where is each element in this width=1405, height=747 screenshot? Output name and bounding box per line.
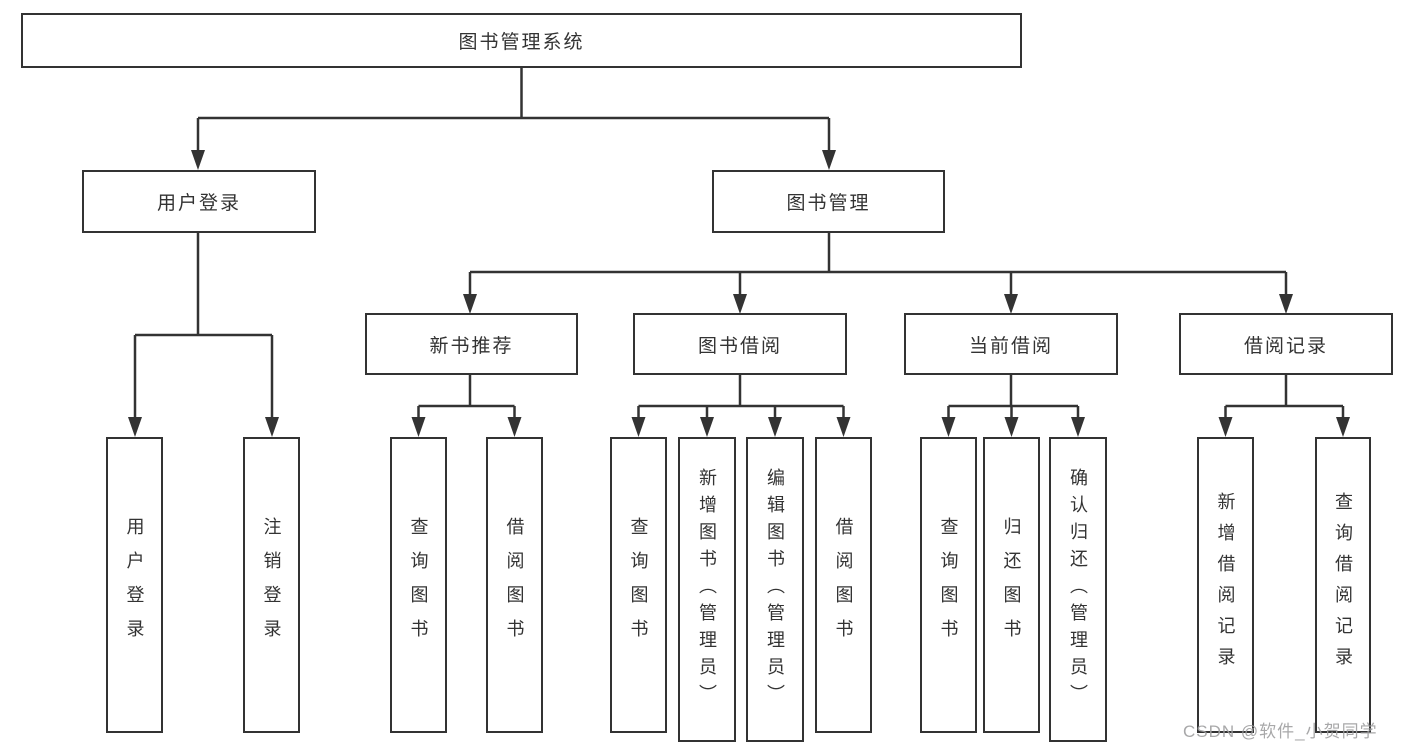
node-leaf-return-book: 归还图书 <box>983 437 1040 733</box>
node-book-management: 图书管理 <box>712 170 945 233</box>
node-leaf-query-borrow-record: 查询借阅记录 <box>1315 437 1371 733</box>
watermark: CSDN @软件_小贺同学 <box>1183 722 1378 741</box>
node-leaf-confirm-return-admin: 确认归还（管理员） <box>1049 437 1107 742</box>
node-leaf-query-book-1-label: 查询图书 <box>408 517 429 653</box>
node-user-login-label: 用户登录 <box>156 193 241 214</box>
node-leaf-user-login: 用户登录 <box>106 437 163 733</box>
node-leaf-add-borrow-record-label: 新增借阅记录 <box>1215 492 1236 678</box>
node-leaf-edit-book-admin: 编辑图书（管理员） <box>746 437 804 742</box>
node-book-borrowing-label: 图书借阅 <box>697 335 782 357</box>
arrowheads <box>128 150 1350 437</box>
node-leaf-query-book-3-label: 查询图书 <box>938 517 959 653</box>
node-root-label: 图书管理系统 <box>458 32 585 53</box>
node-user-login: 用户登录 <box>82 170 316 233</box>
node-leaf-query-book-2-label: 查询图书 <box>628 517 649 653</box>
node-root: 图书管理系统 <box>21 13 1022 68</box>
node-book-borrowing: 图书借阅 <box>633 313 847 375</box>
node-current-borrowing: 当前借阅 <box>904 313 1118 375</box>
node-leaf-borrow-book-2-label: 借阅图书 <box>833 517 854 653</box>
node-leaf-confirm-return-admin-label: 确认归还（管理员） <box>1068 468 1088 711</box>
node-leaf-query-book-2: 查询图书 <box>610 437 667 733</box>
node-leaf-add-borrow-record: 新增借阅记录 <box>1197 437 1254 733</box>
node-leaf-logout-label: 注销登录 <box>261 517 282 653</box>
node-leaf-edit-book-admin-label: 编辑图书（管理员） <box>765 468 785 711</box>
node-leaf-query-book-3: 查询图书 <box>920 437 977 733</box>
node-leaf-borrow-book-1: 借阅图书 <box>486 437 543 733</box>
node-leaf-logout: 注销登录 <box>243 437 300 733</box>
node-leaf-borrow-book-1-label: 借阅图书 <box>504 517 525 653</box>
node-book-management-label: 图书管理 <box>786 193 871 214</box>
node-leaf-return-book-label: 归还图书 <box>1001 517 1022 653</box>
node-new-book-recommend: 新书推荐 <box>365 313 578 375</box>
node-leaf-query-borrow-record-label: 查询借阅记录 <box>1333 492 1353 678</box>
connector-lines <box>133 68 1345 420</box>
node-borrowing-records: 借阅记录 <box>1179 313 1393 375</box>
node-current-borrowing-label: 当前借阅 <box>968 335 1053 357</box>
node-leaf-add-book-admin: 新增图书（管理员） <box>678 437 736 742</box>
node-new-book-recommend-label: 新书推荐 <box>429 335 514 357</box>
node-leaf-user-login-label: 用户登录 <box>124 517 145 653</box>
node-leaf-add-book-admin-label: 新增图书（管理员） <box>697 468 717 711</box>
node-leaf-borrow-book-2: 借阅图书 <box>815 437 872 733</box>
node-borrowing-records-label: 借阅记录 <box>1243 335 1328 357</box>
node-leaf-query-book-1: 查询图书 <box>390 437 447 733</box>
